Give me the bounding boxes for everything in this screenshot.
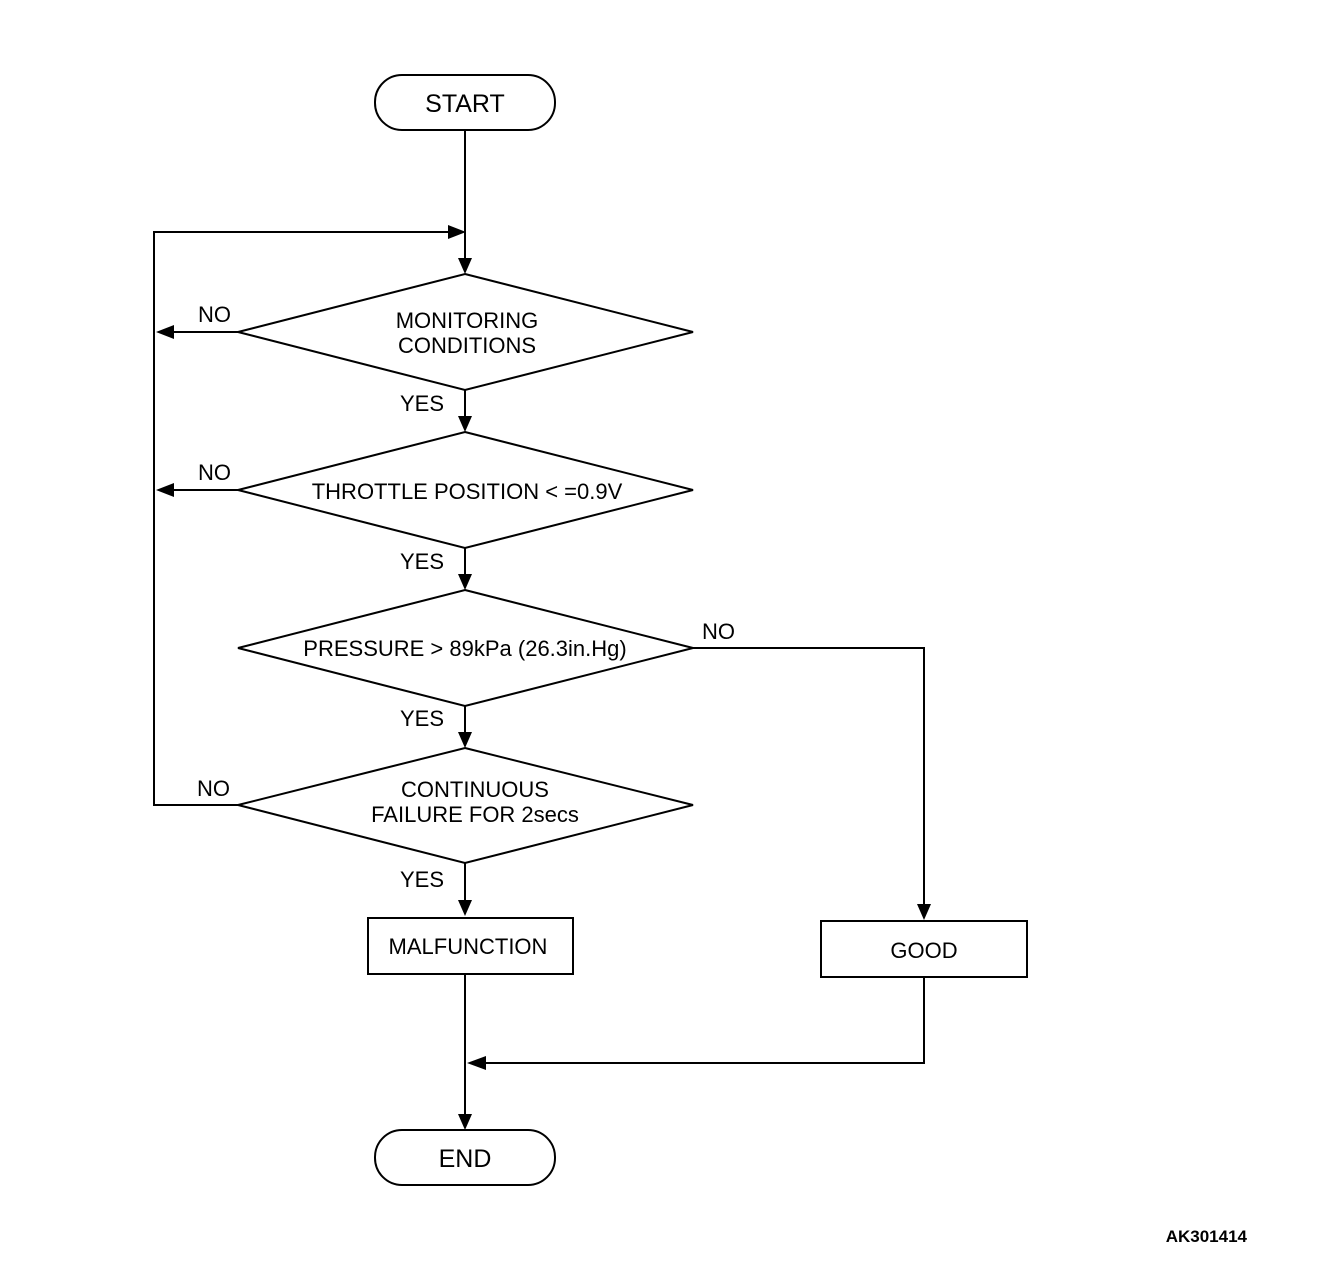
good-label: GOOD bbox=[890, 938, 957, 963]
no-label-continuous: NO bbox=[197, 776, 230, 801]
decision-monitoring-line2: CONDITIONS bbox=[398, 333, 536, 358]
decision-continuous-failure: CONTINUOUS FAILURE FOR 2secs bbox=[237, 746, 694, 865]
yes-label-throttle: YES bbox=[400, 549, 444, 574]
arrowhead bbox=[458, 900, 472, 916]
malfunction-label: MALFUNCTION bbox=[389, 934, 548, 959]
start-label: START bbox=[425, 90, 505, 118]
arrowhead bbox=[467, 1056, 486, 1070]
start-node: START bbox=[374, 74, 556, 131]
loop-back-line bbox=[153, 231, 450, 806]
decision-monitoring-conditions: MONITORING CONDITIONS bbox=[237, 272, 694, 392]
no-label-throttle: NO bbox=[198, 460, 231, 485]
yes-label-pressure: YES bbox=[400, 706, 444, 731]
arrowhead bbox=[156, 325, 174, 339]
malfunction-box: MALFUNCTION bbox=[367, 917, 574, 975]
no-label-pressure: NO bbox=[702, 619, 735, 644]
no-label-monitoring: NO bbox=[198, 302, 231, 327]
arrowhead bbox=[156, 483, 174, 497]
good-box: GOOD bbox=[820, 920, 1028, 978]
connector-good-to-merge bbox=[484, 977, 925, 1064]
arrowhead bbox=[458, 1114, 472, 1130]
arrowhead bbox=[448, 225, 466, 239]
decision-monitoring-line1: MONITORING bbox=[396, 308, 539, 333]
yes-label-continuous: YES bbox=[400, 867, 444, 892]
end-node: END bbox=[374, 1129, 556, 1186]
decision-throttle-line1: THROTTLE POSITION < =0.9V bbox=[312, 479, 623, 504]
decision-continuous-line1: CONTINUOUS bbox=[401, 777, 549, 802]
arrowhead bbox=[458, 732, 472, 748]
arrowhead bbox=[458, 416, 472, 432]
arrowhead bbox=[917, 904, 931, 920]
connector-pressure-no bbox=[693, 647, 925, 906]
reference-code: AK301414 bbox=[1166, 1227, 1248, 1246]
arrowhead bbox=[458, 258, 472, 274]
yes-label-monitoring: YES bbox=[400, 391, 444, 416]
end-label: END bbox=[439, 1145, 492, 1173]
decision-pressure: PRESSURE > 89kPa (26.3in.Hg) bbox=[237, 588, 694, 708]
decision-continuous-line2: FAILURE FOR 2secs bbox=[371, 802, 579, 827]
decision-throttle-position: THROTTLE POSITION < =0.9V bbox=[237, 430, 694, 550]
arrowhead bbox=[458, 574, 472, 590]
decision-pressure-line1: PRESSURE > 89kPa (26.3in.Hg) bbox=[303, 636, 626, 661]
